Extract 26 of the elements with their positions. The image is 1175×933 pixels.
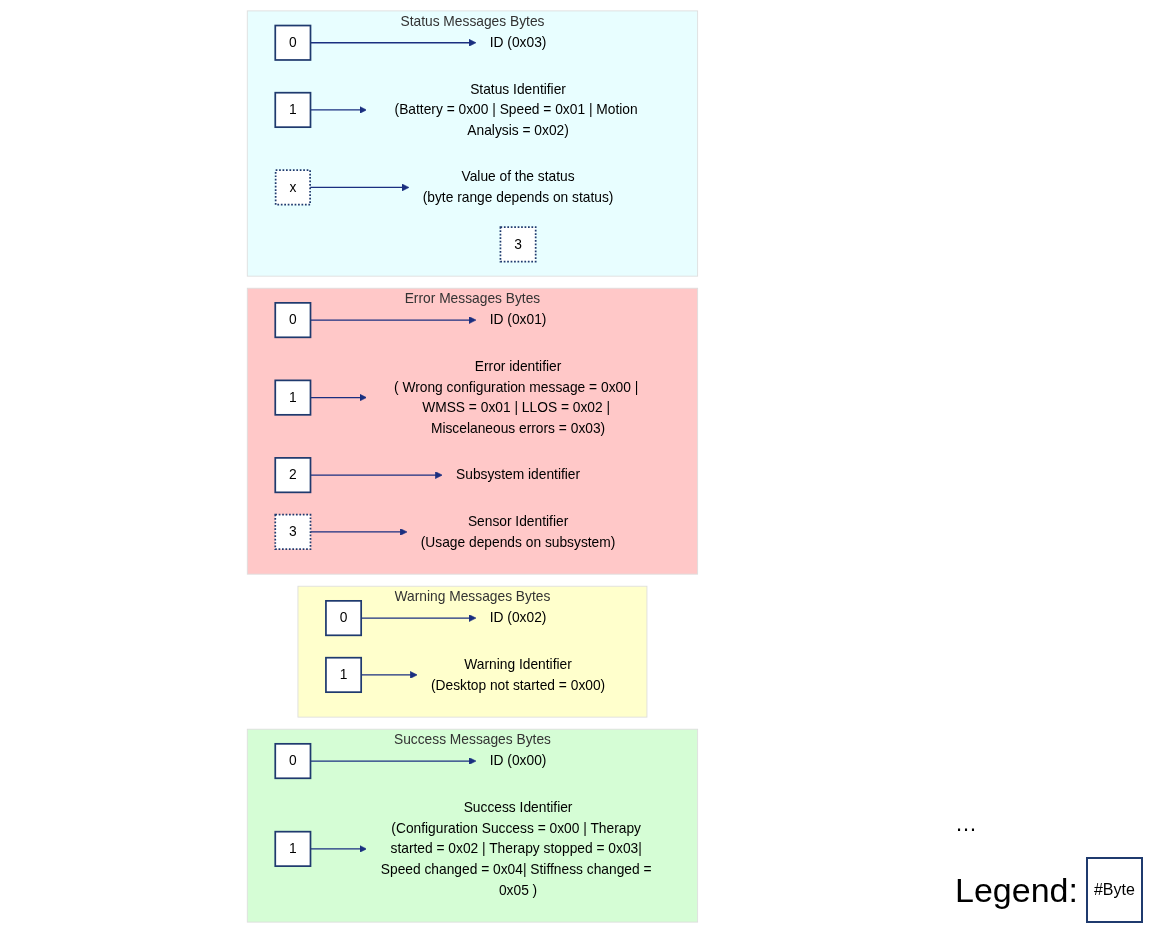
node-text: ID (0x00) [489,753,547,768]
node-text: Sensor Identifier (Usage depends on subsystem) [420,513,616,550]
node-text: Error identifier ( Wrong configuration message = 0x00 | WMSS = 0x01 | LLOS = 0x02 | Miscelaneous errors = 0x03) [394,358,639,436]
node-text: Status Identifier (Battery = 0x00 | Speed = 0x01 | Motion Analysis = 0x02) [394,81,638,138]
node-text: Subsystem identifier [456,467,581,482]
legend-title: Legend: [955,870,1078,910]
node-box: 0 [274,24,312,61]
node-text: Success Identifier (Configuration Success = 0x00 | Therapy started = 0x02 | Therapy stopped = 0x03| Speed changed = 0x04| Stiffness changed = 0x05 ) [380,799,652,898]
node-box: 1 [274,91,312,128]
legend-sample-box: #Byte [1085,857,1143,923]
node-box: 0 [274,742,312,780]
ellipsis-note: … [955,811,978,837]
node-box: 3 [499,226,537,263]
node-text: Value of the status (byte range depends on status) [422,169,614,205]
node-box: 0 [274,302,312,339]
node-text: ID (0x02) [489,610,547,625]
node-text: ID (0x03) [489,35,547,50]
node-text: ID (0x01) [489,312,547,327]
node-box: 3 [274,513,312,551]
node-box: 0 [325,600,363,637]
node-box: 1 [325,656,363,693]
node-box: 1 [274,379,312,416]
node-box: x [274,169,311,206]
node-box: 2 [274,457,312,494]
node-text: Warning Identifier (Desktop not started = 0x00) [430,656,606,693]
node-box: 1 [274,830,312,867]
